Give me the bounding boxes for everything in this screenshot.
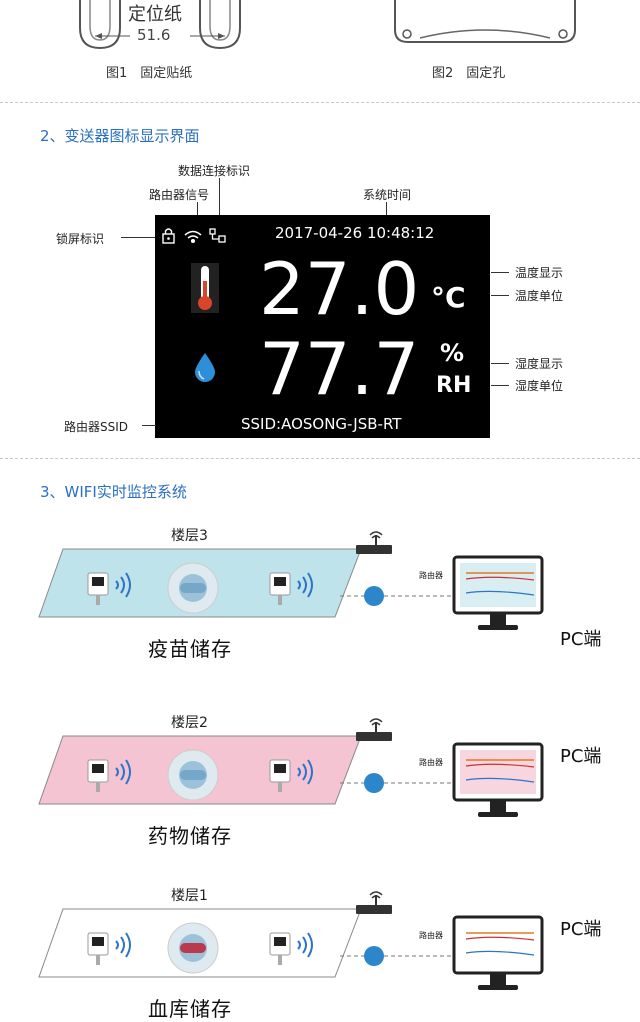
section-3-title: 3、WIFI实时监控系统 — [40, 483, 187, 501]
mount-hole-figure — [394, 0, 576, 43]
callout-router-signal: 路由器信号 — [149, 188, 210, 202]
leader-line — [491, 385, 509, 386]
ssid-text: SSID:AOSONG-JSB-RT — [241, 415, 402, 433]
pc-label: PC端 — [560, 919, 602, 940]
callout-hum-display: 湿度显示 — [515, 357, 564, 371]
leader-line — [142, 425, 156, 426]
pc-label: PC端 — [560, 746, 602, 767]
floor-label: 楼层2 — [171, 715, 208, 731]
leader-line — [121, 237, 161, 238]
router-node — [340, 773, 458, 793]
sticker-text: 定位纸 — [128, 4, 182, 25]
storage-label: 血库储存 — [148, 997, 232, 1021]
temperature-value: 27.0 — [259, 247, 420, 331]
leader-line — [386, 202, 387, 220]
router-label: 路由器 — [419, 758, 443, 767]
callout-system-time: 系统时间 — [363, 188, 412, 202]
data-link-icon — [209, 228, 226, 243]
router-label: 路由器 — [419, 571, 443, 580]
section-2-title: 2、变送器图标显示界面 — [40, 127, 200, 145]
sensor-device-icon — [87, 759, 131, 792]
humidity-drop-icon — [195, 353, 215, 382]
callout-router-ssid: 路由器SSID — [64, 420, 129, 434]
router-node — [340, 586, 458, 606]
sensor-device-icon — [269, 932, 313, 965]
storage-photo-icon — [167, 922, 219, 974]
humidity-value: 77.7 — [259, 327, 420, 411]
leader-line — [491, 363, 509, 364]
temperature-unit: °C — [431, 281, 466, 314]
sensor-device-icon — [269, 759, 313, 792]
humidity-unit-percent: % — [440, 339, 465, 367]
storage-photo-icon — [167, 749, 219, 801]
storage-photo-icon — [167, 562, 219, 614]
router-icon — [356, 891, 392, 914]
lock-icon — [162, 228, 175, 244]
pc-monitor-icon — [452, 742, 544, 817]
humidity-unit-rh: RH — [436, 373, 472, 398]
floor-label: 楼层1 — [171, 888, 208, 904]
divider — [0, 102, 640, 103]
floor-label: 楼层3 — [171, 528, 208, 544]
callout-temp-unit: 温度单位 — [515, 289, 564, 303]
wifi-icon — [184, 230, 202, 244]
thermometer-icon — [191, 263, 219, 313]
sensor-device-icon — [269, 572, 313, 605]
pc-monitor-icon — [452, 555, 544, 630]
callout-hum-unit: 湿度单位 — [515, 379, 564, 393]
callout-lock: 锁屏标识 — [56, 232, 105, 246]
sensor-device-icon — [87, 572, 131, 605]
transmitter-screen: 2017-04-26 10:48:12 27.0 °C 77.7 % RH SS… — [155, 215, 490, 438]
callout-data-link: 数据连接标识 — [178, 164, 251, 178]
router-node — [340, 946, 458, 966]
storage-label: 药物储存 — [148, 824, 232, 848]
storage-label: 疫苗储存 — [148, 637, 232, 661]
leader-line — [491, 295, 509, 296]
fig2-caption: 图2 固定孔 — [432, 66, 506, 81]
leader-line — [219, 178, 220, 226]
router-icon — [356, 718, 392, 741]
pc-monitor-icon — [452, 915, 544, 990]
sensor-device-icon — [87, 932, 131, 965]
sticker-figure — [79, 0, 241, 50]
fig1-caption: 图1 固定贴纸 — [106, 66, 193, 81]
leader-line — [197, 202, 198, 226]
status-icons — [162, 228, 226, 244]
router-icon — [356, 531, 392, 554]
divider — [0, 458, 640, 459]
callout-temp-display: 温度显示 — [515, 266, 564, 280]
pc-label: PC端 — [560, 629, 602, 650]
router-label: 路由器 — [419, 931, 443, 940]
sticker-dimension: 51.6 — [137, 26, 171, 44]
leader-line — [491, 272, 509, 273]
system-time: 2017-04-26 10:48:12 — [275, 224, 435, 242]
